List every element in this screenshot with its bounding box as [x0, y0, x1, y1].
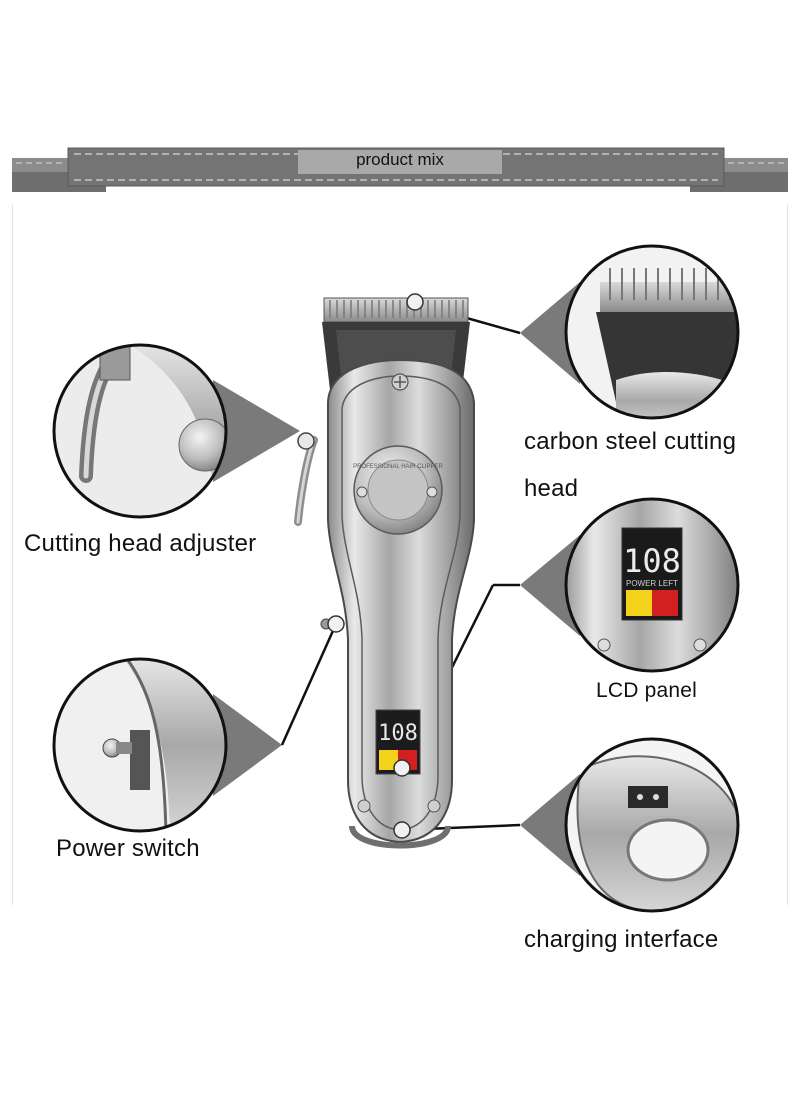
- detail-lcd: 108 POWER LEFT: [564, 497, 740, 673]
- body-lcd-digits: 108: [378, 721, 418, 746]
- label-charging-interface: charging interface: [524, 926, 719, 953]
- product-mix-banner: [12, 147, 788, 192]
- detail-adjuster: [52, 343, 228, 519]
- label-cutting-head-adjuster: Cutting head adjuster: [24, 530, 257, 557]
- callout-wedge-adjuster: [213, 380, 300, 482]
- callout-wedge-blade: [520, 282, 580, 384]
- lcd-digits: 108: [623, 542, 681, 580]
- detail-power-switch: [52, 657, 228, 833]
- callout-wedge-charging: [520, 774, 580, 876]
- banner-title: product mix: [356, 150, 444, 169]
- label-carbon-steel-line2: head: [524, 475, 579, 502]
- label-lcd-panel: LCD panel: [596, 679, 698, 702]
- callout-wedge-lcd: [520, 535, 580, 636]
- label-power-switch: Power switch: [56, 835, 200, 862]
- callout-wedge-switch: [213, 694, 282, 796]
- frame-right-line: [787, 205, 788, 905]
- detail-charging: [564, 737, 740, 913]
- connector-switch: [280, 623, 338, 746]
- body-caption: PROFESSIONAL HAIR CLIPPER: [353, 464, 443, 470]
- detail-blade: [564, 244, 740, 420]
- frame-left-line: [12, 205, 13, 905]
- clipper-body: PROFESSIONAL HAIR CLIPPER 108: [294, 293, 475, 849]
- label-carbon-steel-line1: carbon steel cutting: [524, 428, 737, 455]
- lcd-caption: POWER LEFT: [626, 579, 678, 588]
